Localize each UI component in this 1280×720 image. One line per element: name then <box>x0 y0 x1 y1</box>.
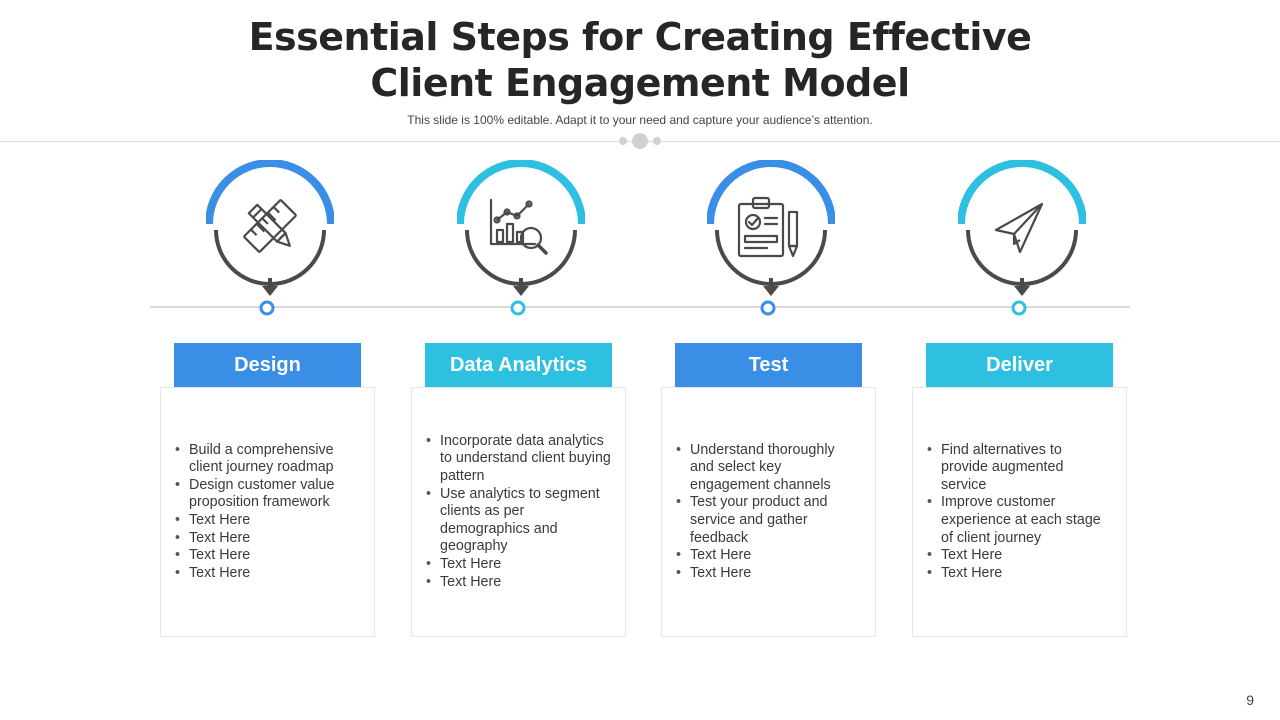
title-line-1: Essential Steps for Creating Effective <box>248 15 1032 59</box>
step-badge <box>206 160 334 316</box>
step-test: Test Understand thoroughly and select ke… <box>661 160 881 640</box>
list-item: Build a comprehensive client journey roa… <box>175 442 360 477</box>
clipboard-checklist-icon <box>737 196 799 258</box>
list-item: Improve customer experience at each stag… <box>927 494 1112 547</box>
step-card: Incorporate data analytics to understand… <box>411 387 626 637</box>
step-badge <box>707 160 835 316</box>
list-item: Text Here <box>175 512 360 530</box>
list-item: Design customer value proposition framew… <box>175 477 360 512</box>
list-item: Find alternatives to provide augmented s… <box>927 442 1112 495</box>
list-item: Text Here <box>927 547 1112 565</box>
page-number: 9 <box>1246 692 1254 708</box>
paper-plane-icon <box>994 202 1044 254</box>
list-item: Text Here <box>426 556 611 574</box>
step-title: Deliver <box>986 353 1053 376</box>
step-title-box: Test <box>675 343 862 387</box>
divider-dots <box>619 133 661 149</box>
bullet-list: Incorporate data analytics to understand… <box>412 433 625 591</box>
step-deliver: Deliver Find alternatives to provide aug… <box>912 160 1132 640</box>
pencil-ruler-icon <box>243 199 297 253</box>
step-title-box: Deliver <box>926 343 1113 387</box>
title-line-2: Client Engagement Model <box>370 61 910 105</box>
analytics-chart-icon <box>489 198 548 255</box>
list-item: Test your product and service and gather… <box>676 494 861 547</box>
list-item: Incorporate data analytics to understand… <box>426 433 611 486</box>
list-item: Text Here <box>426 574 611 592</box>
step-data-analytics: Data Analytics Incorporate data analytic… <box>411 160 631 640</box>
list-item: Text Here <box>676 547 861 565</box>
bullet-list: Find alternatives to provide augmented s… <box>913 442 1126 583</box>
list-item: Understand thoroughly and select key eng… <box>676 442 861 495</box>
step-design: Design Build a comprehensive client jour… <box>160 160 380 640</box>
step-card: Find alternatives to provide augmented s… <box>912 387 1127 637</box>
step-title-box: Data Analytics <box>425 343 612 387</box>
step-card: Build a comprehensive client journey roa… <box>160 387 375 637</box>
step-badge <box>958 160 1086 316</box>
slide-subtitle: This slide is 100% editable. Adapt it to… <box>407 113 873 127</box>
list-item: Text Here <box>175 565 360 583</box>
step-title: Design <box>234 353 301 376</box>
slide-title: Essential Steps for Creating Effective C… <box>0 14 1280 106</box>
bullet-list: Build a comprehensive client journey roa… <box>161 442 374 583</box>
list-item: Text Here <box>676 565 861 583</box>
step-badge <box>457 160 585 316</box>
step-title-box: Design <box>174 343 361 387</box>
timeline-line <box>150 306 1130 308</box>
list-item: Text Here <box>175 530 360 548</box>
list-item: Text Here <box>175 547 360 565</box>
step-title: Data Analytics <box>449 353 588 376</box>
list-item: Text Here <box>927 565 1112 583</box>
list-item: Use analytics to segment clients as per … <box>426 486 611 556</box>
bullet-list: Understand thoroughly and select key eng… <box>662 442 875 583</box>
step-title: Test <box>748 353 789 376</box>
step-card: Understand thoroughly and select key eng… <box>661 387 876 637</box>
